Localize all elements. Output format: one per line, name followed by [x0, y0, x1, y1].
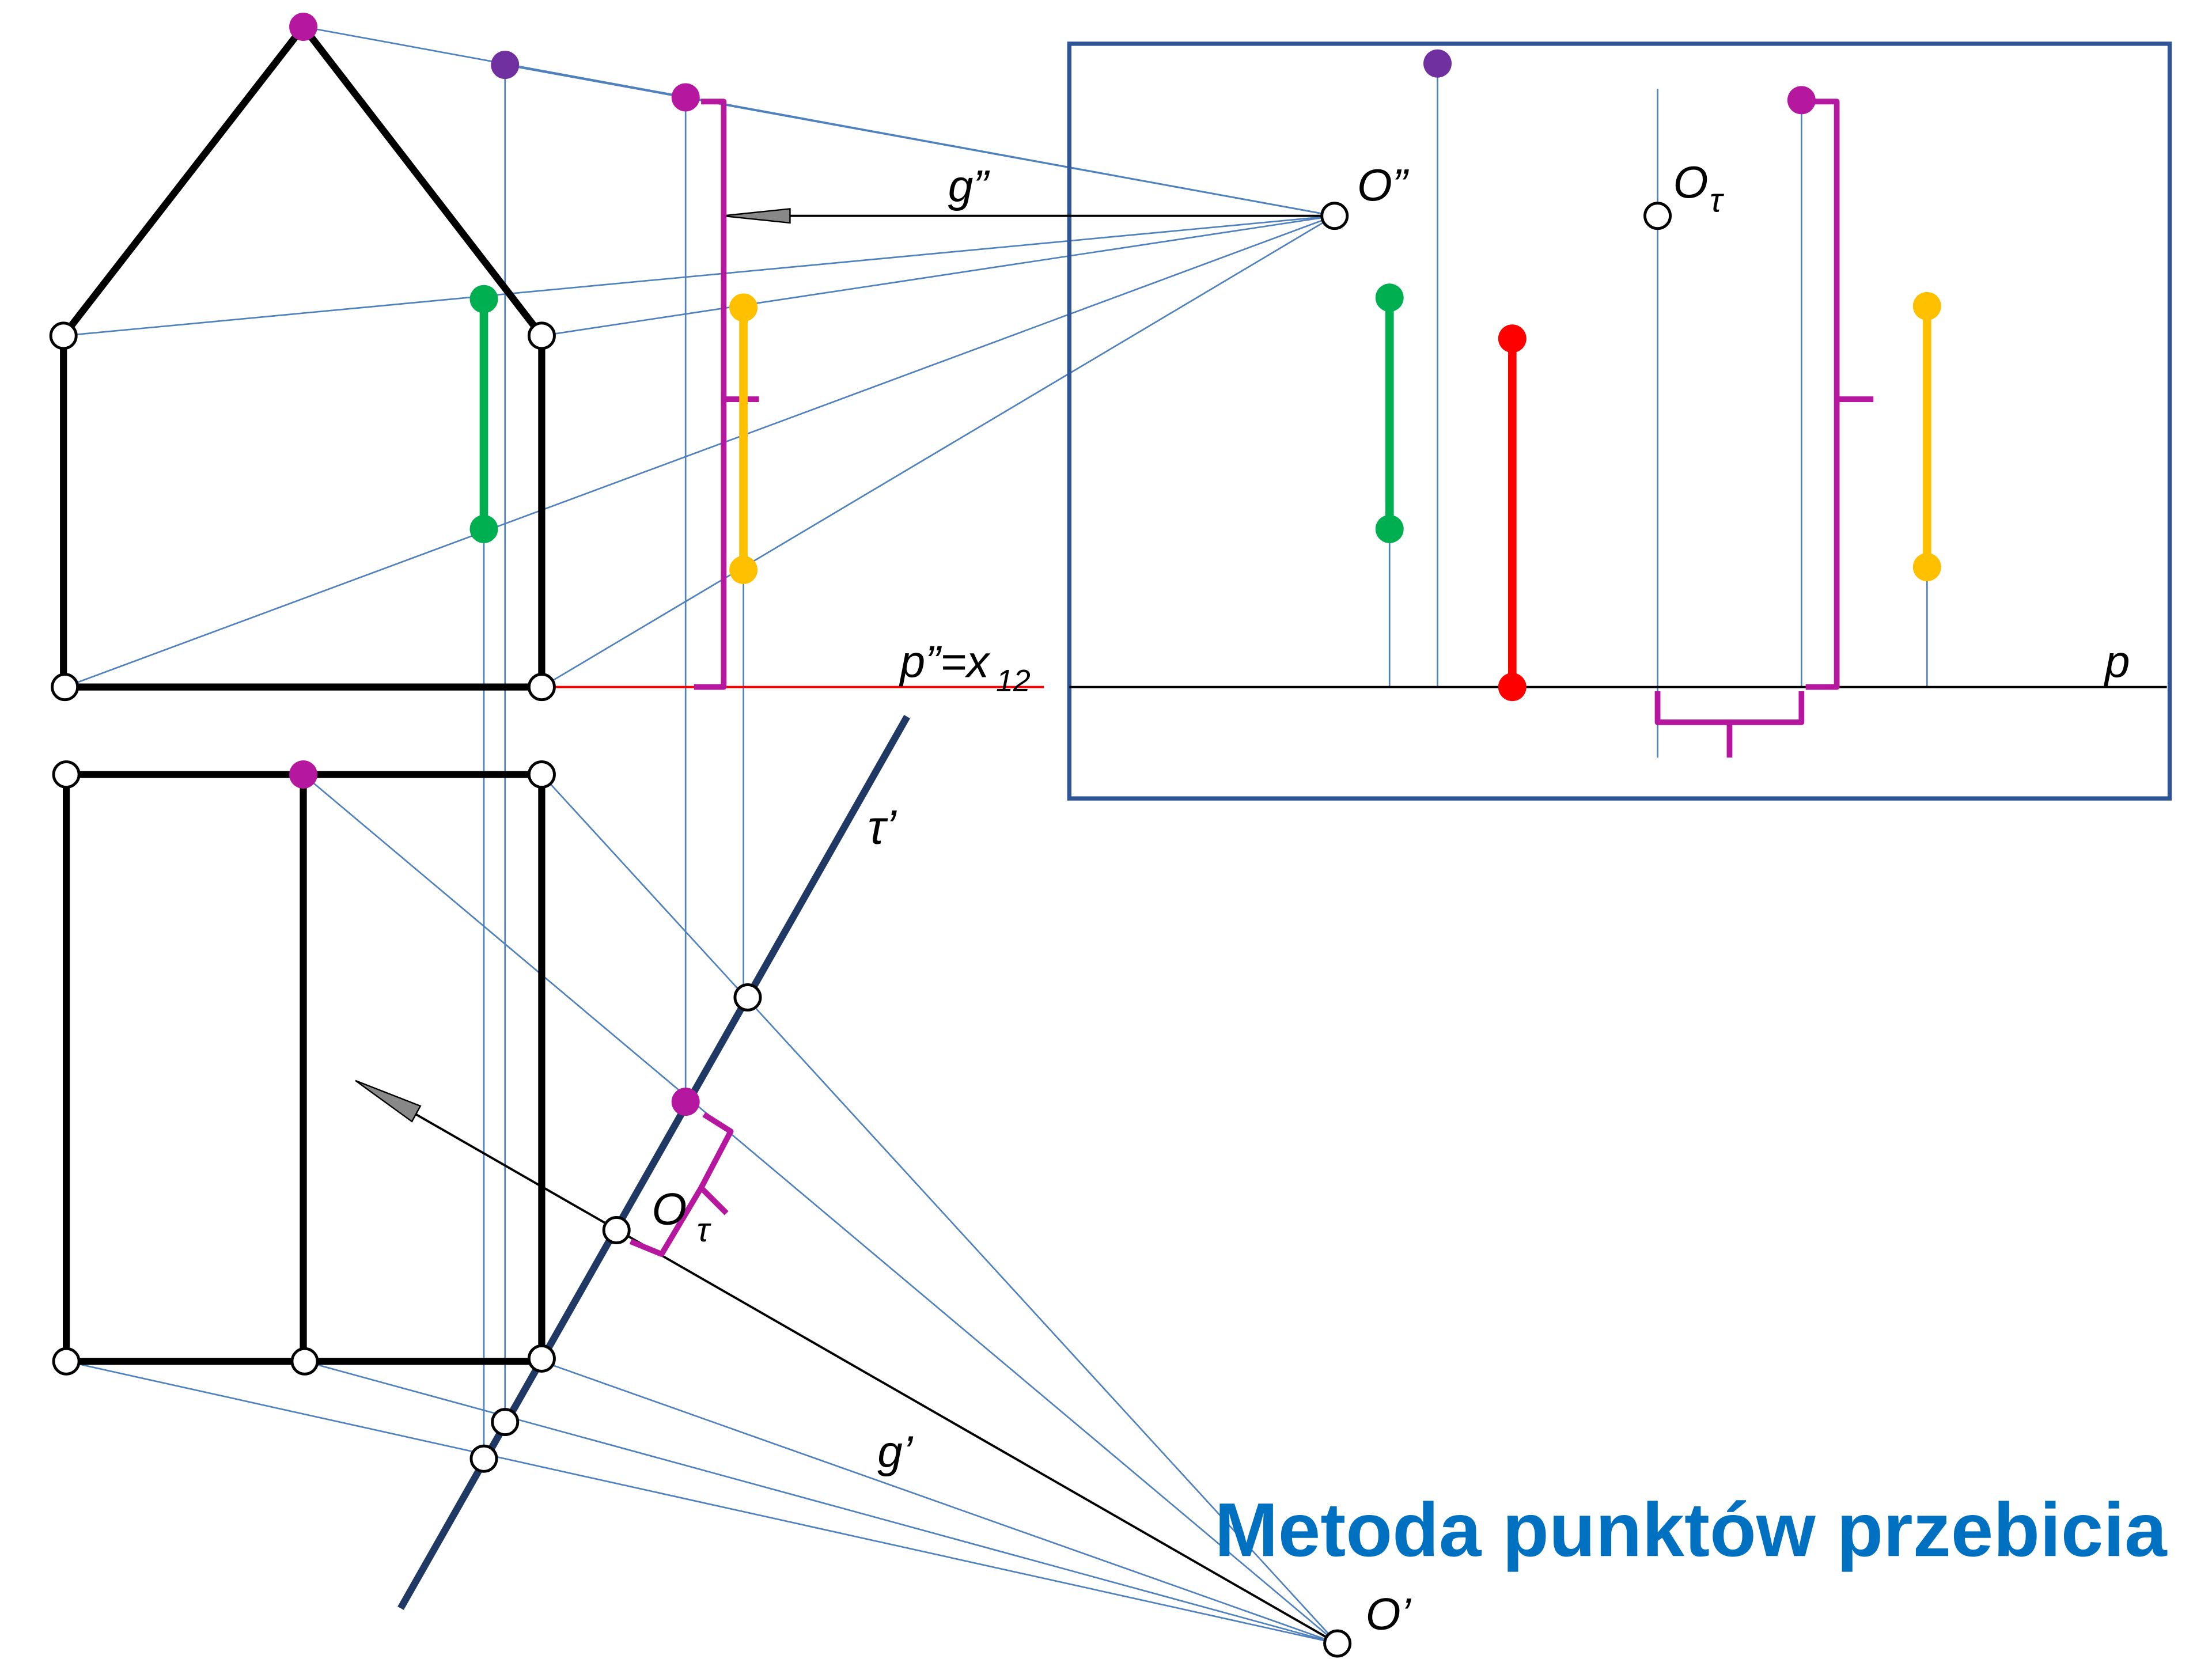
picture-plane-frame [1067, 41, 2172, 801]
g-top-line [415, 1113, 1338, 1645]
label-p-front-sub: 12 [996, 664, 1031, 698]
house-front-view [60, 23, 546, 691]
label-o-tau-box-sub: τ [1710, 181, 1724, 219]
label-o-front: O” [1357, 160, 1409, 210]
label-p-front: p”=x [899, 637, 990, 687]
label-o-top: O’ [1366, 1589, 1412, 1639]
diagram-title: Metoda punktów przebicia [1215, 1487, 2168, 1573]
g-top-arrowhead [355, 1080, 422, 1123]
colored-points [289, 13, 1941, 1116]
label-g-front: g” [948, 161, 990, 211]
label-g-top: g’ [877, 1426, 914, 1477]
open-points [49, 202, 1672, 1658]
tau-trace-line [397, 715, 911, 1610]
label-o-tau-top: O [652, 1184, 687, 1234]
label-o-tau-top-sub: τ [697, 1211, 711, 1249]
label-p-box: p [2104, 637, 2130, 687]
magenta-brackets [629, 99, 1874, 1257]
label-o-tau-box: O [1673, 157, 1708, 207]
g-front-arrowhead [722, 208, 791, 224]
house-top-view [62, 771, 546, 1365]
projection-rays [63, 26, 1928, 1645]
label-tau-top: τ’ [868, 800, 897, 854]
